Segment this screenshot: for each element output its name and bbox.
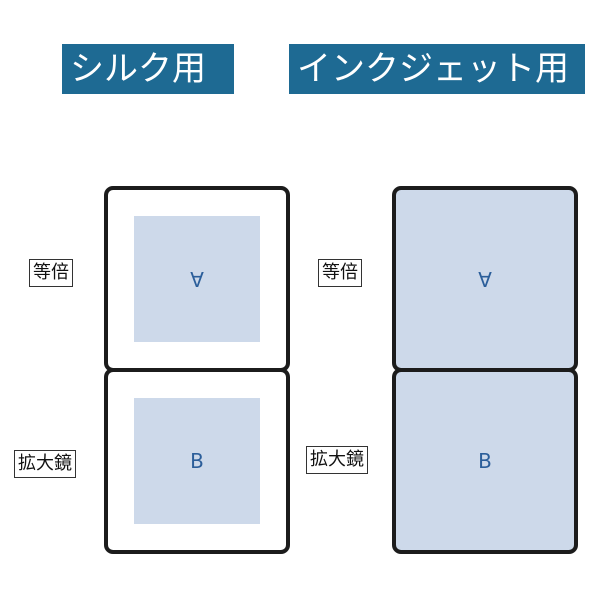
inkjet-bottom-letter: B: [478, 449, 492, 473]
inkjet-bottom-panel: B: [392, 368, 578, 554]
inkjet-magnifier-label: 拡大鏡: [306, 446, 368, 474]
inkjet-header: インクジェット用: [289, 44, 585, 94]
silk-header: シルク用: [62, 44, 234, 94]
silk-top-letter: A: [190, 267, 204, 291]
silk-top-print-area: A: [134, 216, 260, 342]
inkjet-equal-label: 等倍: [318, 259, 362, 287]
silk-top-panel: A: [104, 186, 290, 372]
inkjet-top-panel: A: [392, 186, 578, 372]
silk-bottom-panel: B: [104, 368, 290, 554]
silk-bottom-letter: B: [190, 449, 204, 473]
silk-equal-label: 等倍: [29, 259, 73, 287]
silk-magnifier-label: 拡大鏡: [14, 450, 76, 478]
inkjet-top-letter: A: [478, 267, 492, 291]
silk-bottom-print-area: B: [134, 398, 260, 524]
